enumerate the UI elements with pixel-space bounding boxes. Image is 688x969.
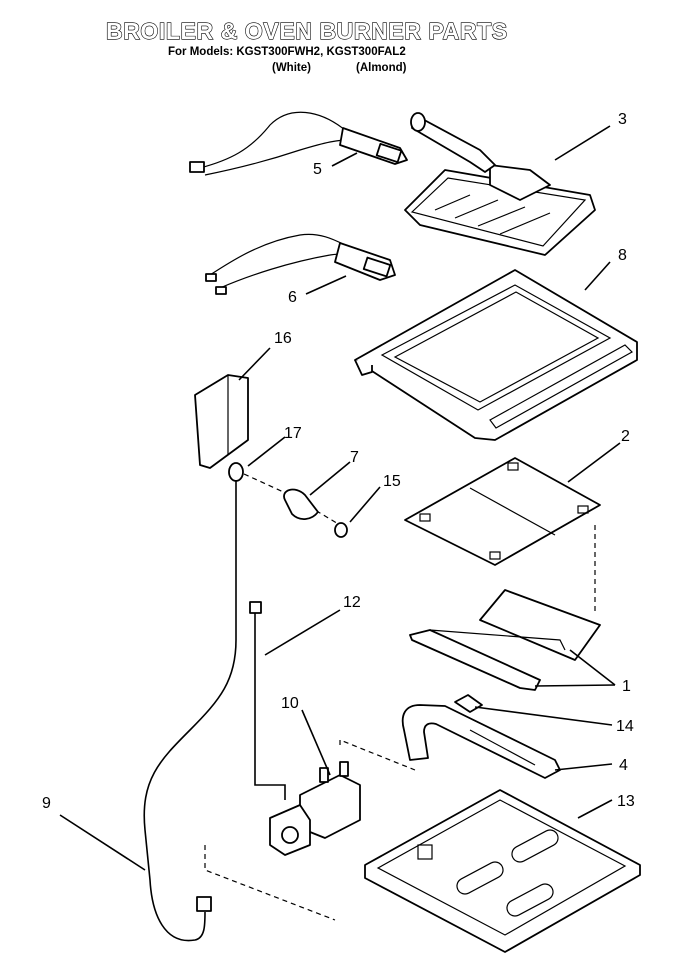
callout-7: 7	[350, 449, 359, 466]
part-12-tube	[254, 610, 286, 800]
models-line: For Models: KGST300FWH2, KGST300FAL2	[168, 46, 406, 58]
part-5-igniter	[189, 111, 408, 176]
callout-8: 8	[618, 247, 627, 264]
callout-12: 12	[343, 594, 361, 611]
leader-lines	[59, 125, 621, 871]
part-9-gas-tube	[143, 462, 244, 942]
callout-2: 2	[621, 428, 630, 445]
valve-to-line-9	[204, 845, 336, 921]
callout-13: 13	[617, 793, 635, 810]
callout-16: 16	[274, 330, 292, 347]
valve-to-burner-line	[339, 739, 416, 771]
part-16-bracket	[194, 374, 249, 469]
callout-1: 1	[622, 678, 631, 695]
part-15-washer	[334, 522, 348, 538]
callout-3: 3	[618, 111, 627, 128]
callout-15: 15	[383, 473, 401, 490]
callout-4: 4	[619, 757, 628, 774]
part-12-fitting	[249, 601, 262, 614]
diagram-title: BROILER & OVEN BURNER PARTS	[105, 17, 508, 44]
part-2-flame-spreader	[404, 457, 601, 566]
variant-white: (White)	[272, 62, 311, 74]
part-13-burner-box	[364, 789, 641, 953]
part-14-clip	[454, 694, 483, 713]
callout-14: 14	[616, 718, 634, 735]
callout-17: 17	[284, 425, 302, 442]
part-7-orifice	[283, 488, 319, 520]
part-3-broiler-pan	[404, 112, 596, 256]
callout-10: 10	[281, 695, 299, 712]
part-7-connector-line	[243, 473, 346, 529]
callout-6: 6	[288, 289, 297, 306]
part-6-igniter	[205, 233, 396, 295]
callout-numbers: 3 5 8 6 16 17 2 7 15 12 1 10 14 4 9 13	[42, 111, 635, 812]
variant-almond: (Almond)	[356, 62, 407, 74]
callout-9: 9	[42, 795, 51, 812]
callout-5: 5	[313, 161, 322, 178]
part-4-oven-burner	[401, 704, 561, 779]
part-10-gas-valve	[269, 761, 361, 856]
part-8-oven-bottom	[354, 269, 638, 441]
part-1-brackets	[409, 589, 601, 691]
